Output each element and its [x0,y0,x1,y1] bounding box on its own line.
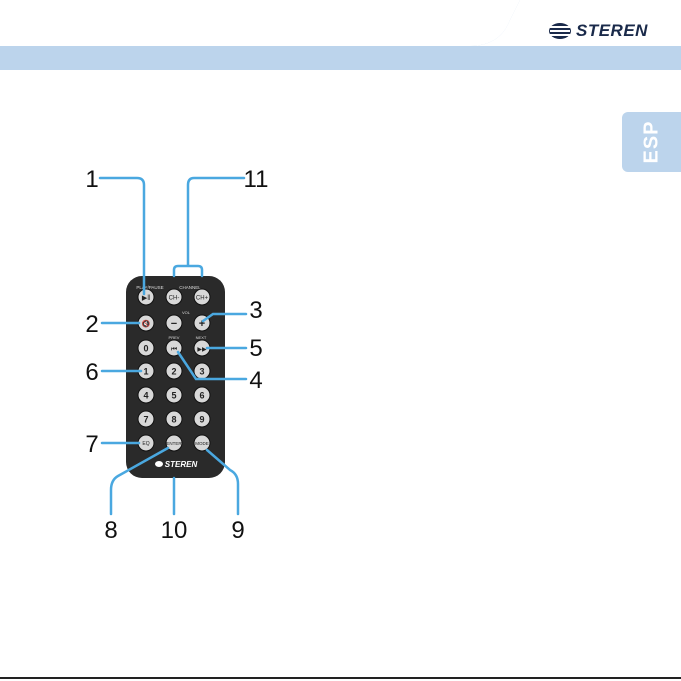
play-pause-button[interactable]: ▶‖ [138,289,154,305]
svg-text:2: 2 [171,367,176,377]
digit-7-button[interactable]: 7 [138,411,154,427]
callout-4: 4 [249,367,262,394]
svg-text:CH-: CH- [169,296,180,302]
svg-text:▶‖: ▶‖ [142,295,150,302]
remote-logo-icon [155,461,163,467]
digit-6-button[interactable]: 6 [194,387,210,403]
digit-5-button[interactable]: 5 [166,387,182,403]
callout-8: 8 [104,517,117,544]
eq-button[interactable]: EQ [138,435,154,451]
callout-2: 2 [85,311,98,338]
callout-9: 9 [231,517,244,544]
digit-8-button[interactable]: 8 [166,411,182,427]
svg-text:9: 9 [199,415,204,425]
svg-text:8: 8 [171,415,176,425]
svg-text:4: 4 [143,391,148,401]
svg-text:6: 6 [199,391,204,401]
svg-text:STEREN: STEREN [165,460,198,469]
svg-text:▶▶: ▶▶ [197,347,207,353]
svg-text:🔇: 🔇 [142,319,151,328]
svg-text:⏮: ⏮ [171,346,177,353]
svg-text:CH+: CH+ [196,296,209,302]
prev-caption: PREV [169,335,180,340]
leader-line-1 [100,178,144,294]
digit-0-button[interactable]: 0 [138,340,154,356]
callout-7: 7 [85,431,98,458]
svg-text:3: 3 [199,367,204,377]
callout-3: 3 [249,297,262,324]
channel-down-button[interactable]: CH- [166,289,182,305]
svg-text:ENTER: ENTER [166,441,182,446]
svg-text:0: 0 [143,344,148,354]
digit-9-button[interactable]: 9 [194,411,210,427]
svg-text:1: 1 [143,367,148,377]
volume-down-button[interactable]: − [166,315,182,331]
play-pause-caption: PLAY/PAUSE [136,285,163,290]
bottom-rule [0,677,681,679]
digit-2-button[interactable]: 2 [166,363,182,379]
mute-button[interactable]: 🔇 [138,315,154,331]
next-caption: NEXT [196,335,207,340]
svg-text:5: 5 [171,391,176,401]
svg-text:EQ: EQ [142,441,149,447]
mode-button[interactable]: MODE [194,435,210,451]
callout-6: 6 [85,359,98,386]
svg-text:−: − [171,318,177,330]
callout-5: 5 [249,335,262,362]
callout-11: 11 [244,166,269,193]
svg-text:MODE: MODE [195,441,209,446]
digit-3-button[interactable]: 3 [194,363,210,379]
leader-line-11 [174,178,244,276]
vol-caption: VOL [182,310,191,315]
callout-1: 1 [85,166,98,193]
channel-caption: CHANNEL [179,285,201,290]
channel-up-button[interactable]: CH+ [194,289,210,305]
svg-text:7: 7 [143,415,148,425]
digit-4-button[interactable]: 4 [138,387,154,403]
callout-10: 10 [161,517,188,544]
